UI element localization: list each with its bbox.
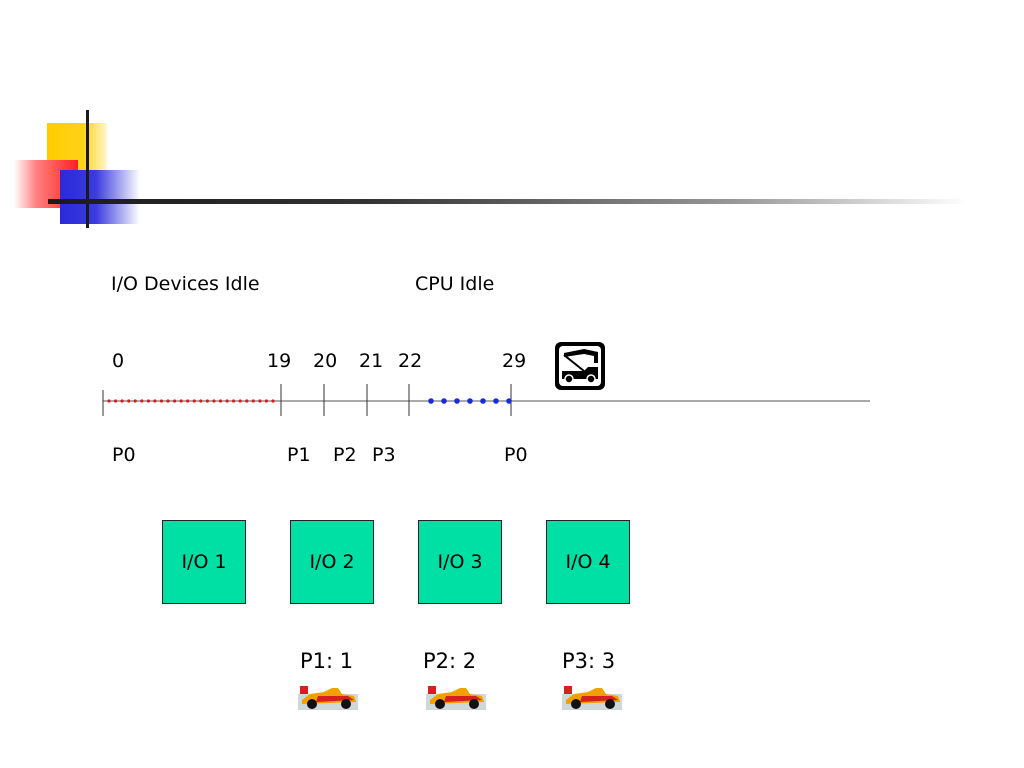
io-device-label: I/O 3	[437, 551, 483, 573]
race-car-icon	[426, 686, 486, 710]
idle-dot	[258, 399, 262, 403]
cpu-idle-label: CPU Idle	[415, 273, 495, 295]
idle-dot	[218, 399, 223, 403]
time-label: 22	[398, 350, 423, 372]
process-label: P0	[112, 444, 136, 466]
queue-label: P1: 1	[300, 649, 354, 673]
process-label: P2	[333, 444, 357, 466]
idle-dot	[192, 399, 196, 403]
idle-dot	[428, 398, 434, 404]
idle-dot	[441, 398, 447, 404]
idle-dot	[467, 398, 473, 404]
io-device-box: I/O 3	[418, 520, 502, 604]
io-devices-idle-label: I/O Devices Idle	[111, 273, 260, 295]
io-device-box: I/O 1	[162, 520, 246, 604]
idle-dot	[493, 398, 499, 404]
queue-label: P3: 3	[562, 649, 616, 673]
decor-blue-square	[60, 170, 140, 224]
idle-dot	[199, 399, 203, 403]
idle-dot	[271, 399, 275, 403]
idle-dot	[232, 399, 236, 403]
io-idle-dots	[107, 399, 275, 403]
idle-dot	[173, 399, 177, 403]
io-device-label: I/O 2	[309, 551, 355, 573]
process-label: P3	[372, 444, 396, 466]
idle-dot	[133, 399, 137, 403]
idle-dot	[238, 399, 242, 403]
idle-dot	[159, 399, 164, 403]
tow-truck-icon	[555, 342, 605, 390]
io-device-label: I/O 4	[565, 551, 611, 573]
time-label: 29	[502, 350, 527, 372]
time-label: 21	[359, 350, 384, 372]
idle-dot	[186, 399, 190, 403]
race-car-icon	[562, 686, 622, 710]
process-label: P0	[504, 444, 528, 466]
queue-label: P2: 2	[423, 649, 477, 673]
idle-dot	[212, 399, 216, 403]
idle-dot	[245, 399, 249, 403]
idle-dot	[120, 399, 124, 403]
idle-dot	[506, 398, 512, 404]
idle-dot	[251, 399, 255, 403]
race-car-icon	[298, 686, 358, 710]
idle-dot	[179, 399, 183, 403]
idle-dot	[146, 399, 150, 403]
process-label: P1	[287, 444, 311, 466]
time-label: 20	[313, 350, 338, 372]
time-label: 0	[112, 350, 125, 372]
idle-dot	[264, 399, 268, 403]
decor-vertical-bar	[86, 110, 89, 228]
decor-title-rule	[48, 199, 968, 204]
idle-dot	[480, 398, 486, 404]
idle-dot	[153, 399, 157, 403]
cpu-idle-dots	[428, 398, 512, 404]
idle-dot	[225, 399, 229, 403]
io-device-label: I/O 1	[181, 551, 227, 573]
idle-dot	[166, 399, 170, 403]
idle-dot	[127, 399, 131, 403]
idle-dot	[140, 399, 144, 403]
idle-dot	[114, 399, 118, 403]
io-device-box: I/O 4	[546, 520, 630, 604]
idle-dot	[205, 399, 209, 403]
time-label: 19	[267, 350, 292, 372]
idle-dot	[107, 399, 111, 403]
io-device-box: I/O 2	[290, 520, 374, 604]
idle-dot	[454, 398, 460, 404]
